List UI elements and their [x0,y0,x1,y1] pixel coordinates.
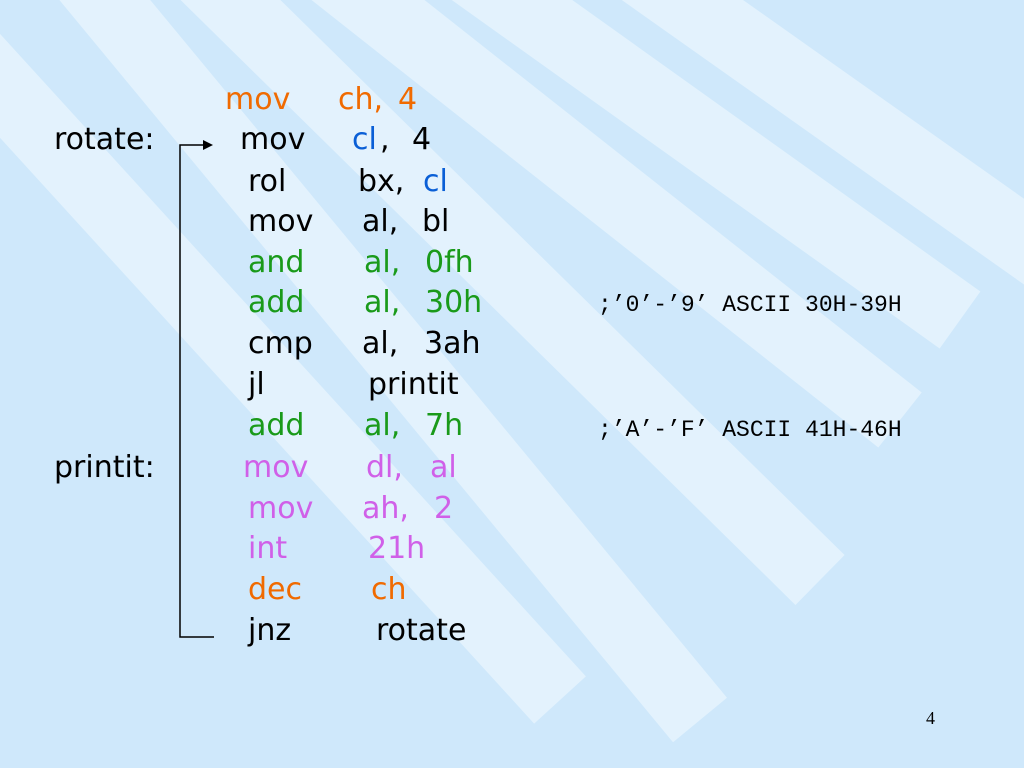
page-number: 4 [926,708,935,728]
code-op: add [248,285,305,320]
code-op: add [248,408,305,443]
code-arg2: 3ah [424,326,481,361]
code-arg2: al [430,450,457,485]
code-arg1: cl [352,122,377,157]
code-arg2: 4 [398,82,418,117]
code-arg2: bl [422,204,450,239]
code-arg2: 30h [425,285,483,320]
code-op: cmp [248,326,313,361]
code-arg1: al, [362,326,399,361]
code-op: mov [225,82,291,117]
code-arg1: 21h [368,531,426,566]
code-op: mov [248,491,314,526]
code-op: jnz [248,613,292,648]
code-comment: ;’A’-’F’ ASCII 41H-46H [598,417,902,443]
code-arg1: al, [364,285,401,320]
code-op: mov [248,204,314,239]
code-arg1: ch [371,572,407,607]
code-arg1: al, [362,204,399,239]
code-arg1: al, [364,245,401,280]
code-comment: ;’0’-’9’ ASCII 30H-39H [598,292,902,318]
code-arg2: 7h [425,408,464,443]
code-op: mov [240,122,306,157]
code-op: and [248,245,305,280]
code-arg1: rotate [376,613,467,648]
code-arg2: 2 [434,491,454,526]
code-arg2: cl [423,164,448,199]
code-arg1: bx, [358,164,405,199]
code-op: mov [243,450,309,485]
code-arg1: ch, [338,82,384,117]
code-op: jl [248,367,265,402]
code-op: rol [248,164,287,199]
label-printit: printit: [54,450,155,485]
code-arg1: al, [364,408,401,443]
label-rotate: rotate: [54,122,155,157]
code-arg1: ah, [362,491,409,526]
code-sep: , [380,122,390,157]
code-op: int [248,531,288,566]
code-op: dec [248,572,302,607]
code-arg2: 4 [412,122,432,157]
code-arg1: dl, [366,450,403,485]
code-arg2: 0fh [425,245,474,280]
code-arg1: printit [368,367,459,402]
